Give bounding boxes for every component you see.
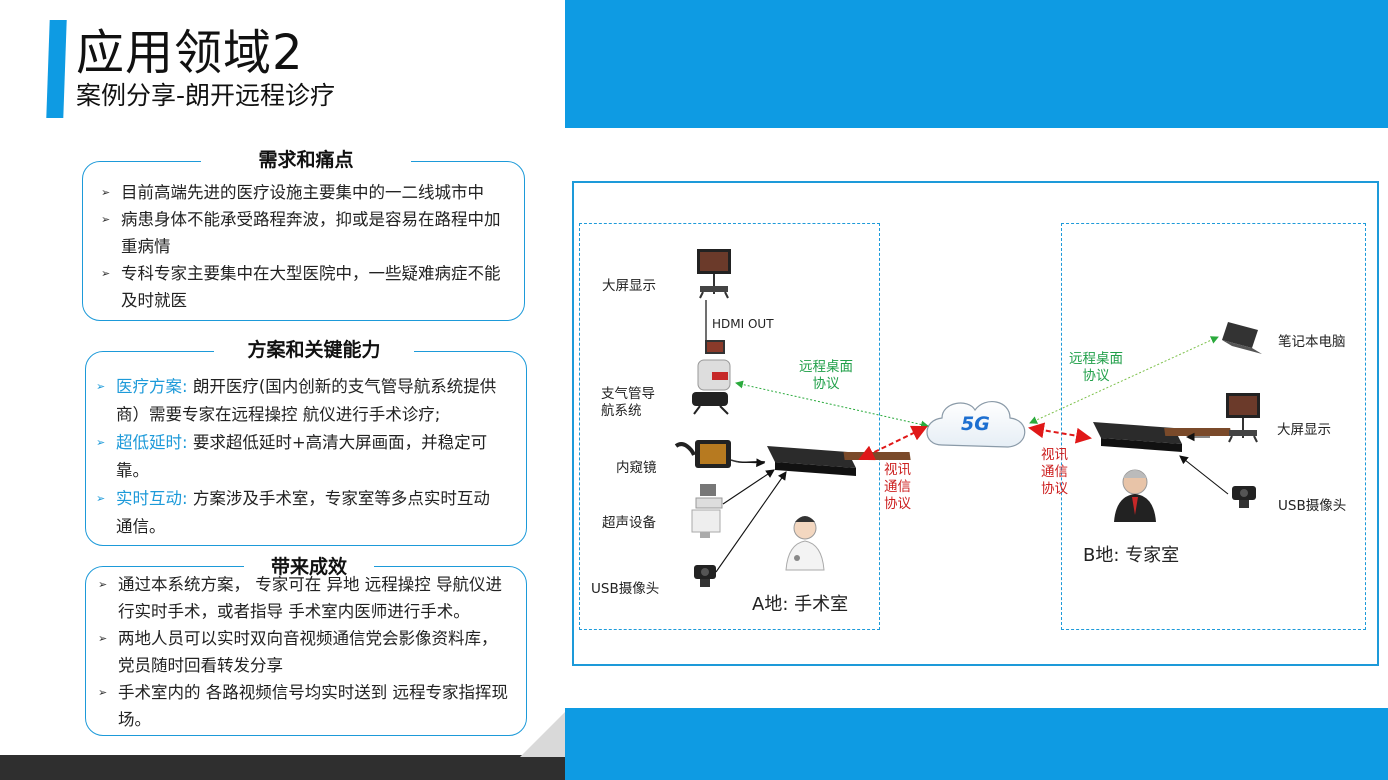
encoder-box-b-icon	[1093, 422, 1232, 452]
label-endoscope: 内窥镜	[616, 460, 657, 476]
label-remote-desktop-a: 远程桌面协议	[799, 359, 853, 392]
bullet-arrow-icon: ➢	[96, 492, 106, 505]
bullet-arrow-icon: ➢	[101, 186, 111, 199]
laptop-icon	[1222, 322, 1262, 354]
footer-blue-block	[565, 708, 1388, 780]
benefits-card: 带来成效 ➢通过本系统方案， 专家可在 异地 远程操控 导航仪进行实时手术，或者…	[85, 552, 527, 736]
diagram-frame	[572, 181, 1379, 666]
navigation-system-icon	[692, 340, 731, 415]
page-subtitle: 案例分享-朗开远程诊疗	[76, 81, 336, 110]
bullet-arrow-icon: ➢	[101, 267, 111, 280]
needs-card-title: 需求和痛点	[201, 145, 411, 172]
label-usb-camera-b: USB摄像头	[1278, 498, 1347, 514]
bullet-arrow-icon: ➢	[98, 578, 108, 591]
list-item: ➢实时互动: 方案涉及手术室，专家室等多点实时互动通信。	[94, 485, 506, 541]
big-screen-icon	[1226, 393, 1260, 443]
benefits-list: ➢通过本系统方案， 专家可在 异地 远程操控 导航仪进行实时手术，或者指导 手术…	[96, 571, 510, 733]
benefits-card-title: 带来成效	[244, 552, 374, 579]
label-place-a: A地: 手术室	[752, 594, 849, 615]
usb-camera-icon	[694, 565, 716, 587]
bullet-arrow-icon: ➢	[98, 632, 108, 645]
label-big-screen-b: 大屏显示	[1277, 422, 1331, 438]
label-bronch-nav: 支气管导航系统	[601, 386, 655, 419]
ultrasound-icon	[691, 484, 723, 538]
list-item: ➢医疗方案: 朗开医疗(国内创新的支气管导航系统提供商）需要专家在远程操控 航仪…	[94, 373, 506, 429]
label-usb-camera-a: USB摄像头	[591, 581, 660, 597]
label-laptop: 笔记本电脑	[1278, 334, 1346, 350]
list-item: ➢超低延时: 要求超低延时+高清大屏画面，并稳定可靠。	[94, 429, 506, 485]
bullet-arrow-icon: ➢	[98, 686, 108, 699]
label-hdmi-out: HDMI OUT	[712, 317, 774, 331]
endoscope-icon	[674, 440, 766, 468]
list-item: ➢专科专家主要集中在大型医院中，一些疑难病症不能及时就医	[99, 260, 503, 314]
bullet-arrow-icon: ➢	[96, 436, 106, 449]
label-big-screen-a: 大屏显示	[602, 278, 656, 294]
label-video-protocol-a: 视讯通信协议	[884, 462, 911, 512]
list-item: ➢目前高端先进的医疗设施主要集中的一二线城市中	[99, 179, 503, 206]
expert-avatar-icon	[1114, 469, 1156, 522]
solution-card: 方案和关键能力 ➢医疗方案: 朗开医疗(国内创新的支气管导航系统提供商）需要专家…	[85, 335, 527, 546]
footer-corner-shape	[520, 712, 565, 757]
header-blue-block	[565, 0, 1388, 128]
label-remote-desktop-b: 远程桌面协议	[1069, 351, 1123, 384]
5g-label: 5G	[961, 413, 990, 435]
solution-card-title: 方案和关键能力	[214, 335, 414, 362]
5g-cloud-icon	[926, 401, 1026, 448]
list-item: ➢通过本系统方案， 专家可在 异地 远程操控 导航仪进行实时手术，或者指导 手术…	[96, 571, 510, 625]
big-screen-icon	[697, 249, 731, 299]
usb-camera-icon	[1232, 486, 1256, 508]
label-ultrasound: 超声设备	[602, 515, 656, 531]
page-title: 应用领域2	[76, 25, 304, 81]
needs-card: 需求和痛点 ➢目前高端先进的医疗设施主要集中的一二线城市中 ➢病患身体不能承受路…	[82, 145, 525, 321]
solution-list: ➢医疗方案: 朗开医疗(国内创新的支气管导航系统提供商）需要专家在远程操控 航仪…	[94, 373, 506, 541]
list-item: ➢手术室内的 各路视频信号均实时送到 远程专家指挥现场。	[96, 679, 510, 733]
bullet-arrow-icon: ➢	[101, 213, 111, 226]
surgeon-avatar-icon	[785, 516, 825, 571]
footer-dark-band	[0, 755, 565, 780]
label-video-protocol-b: 视讯通信协议	[1041, 447, 1068, 497]
list-item: ➢两地人员可以实时双向音视频通信党会影像资料库，党员随时回看转发分享	[96, 625, 510, 679]
list-item: ➢病患身体不能承受路程奔波，抑或是容易在路程中加重病情	[99, 206, 503, 260]
bullet-arrow-icon: ➢	[96, 380, 106, 393]
label-place-b: B地: 专家室	[1083, 545, 1180, 566]
needs-list: ➢目前高端先进的医疗设施主要集中的一二线城市中 ➢病患身体不能承受路程奔波，抑或…	[99, 179, 503, 314]
